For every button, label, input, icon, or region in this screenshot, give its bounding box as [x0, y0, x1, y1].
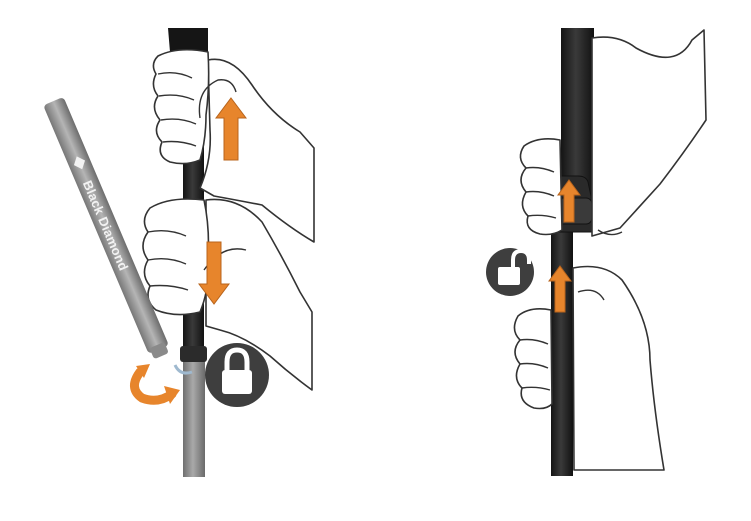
clamp-hinge — [173, 364, 193, 375]
left-scene-lock: Black Diamond — [44, 28, 315, 477]
right-lower-hand — [513, 265, 665, 471]
brand-text: Black Diamond — [80, 178, 132, 273]
lower-hand — [142, 198, 313, 391]
down-arrow-icon — [198, 241, 230, 305]
lock-closed-icon — [222, 347, 252, 394]
up-arrow-icon — [215, 97, 247, 161]
lower-pole-section — [183, 355, 205, 477]
rotate-arrow-icon — [130, 364, 180, 405]
lock-open-icon — [498, 248, 531, 285]
pole-clamp-collar — [180, 346, 207, 362]
right-upper-pole — [561, 28, 594, 198]
right-lower-pole — [551, 230, 573, 476]
collar-up-arrow-icon — [557, 179, 581, 223]
lock-closed-badge — [205, 343, 269, 407]
right-scene-unlock — [486, 28, 707, 476]
pole-up-arrow-icon — [548, 265, 572, 313]
right-upper-hand — [519, 29, 707, 237]
lock-open-badge — [486, 248, 534, 296]
brand-diamond-icon — [73, 156, 85, 170]
